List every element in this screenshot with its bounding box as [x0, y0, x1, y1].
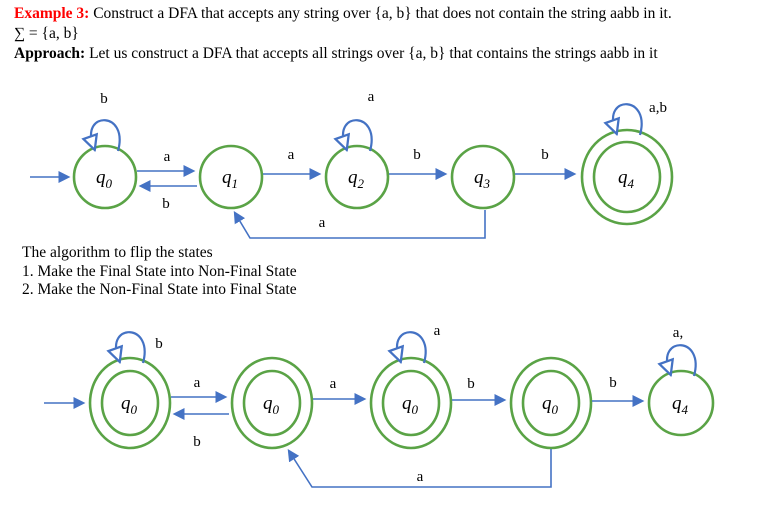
algorithm-step-2: 2. Make the Non-Final State into Final S… — [22, 281, 297, 298]
state-label-sub: 3 — [483, 176, 491, 191]
dfa1-selfloop-q2 — [343, 119, 373, 151]
dfa2-label-s3-s4: b — [467, 376, 475, 392]
dfa2-state-4-final: q0 — [509, 356, 593, 450]
dfa1-selfloop-q0 — [91, 119, 121, 151]
dfa2-label-s1-s2: a — [194, 375, 201, 391]
dfa2-state-2-final: q0 — [230, 356, 314, 450]
approach-line: Approach: Let us construct a DFA that ac… — [14, 44, 764, 64]
dfa1-label-loop-q4: a,b — [649, 100, 667, 116]
algorithm-text: The algorithm to flip the states 1. Make… — [22, 244, 297, 300]
svg-text:q4: q4 — [672, 393, 689, 417]
state-label-sub: 0 — [106, 176, 113, 191]
dfa1-label-q2-q3: b — [413, 147, 421, 163]
dfa1-state-q2: q2 — [324, 144, 390, 210]
svg-text:q0: q0 — [542, 393, 559, 417]
dfa2-label-s4-q4: b — [609, 375, 617, 391]
dfa1-state-q4-final: q4 — [580, 128, 674, 226]
state-label: q — [618, 167, 628, 188]
dfa2-label-s2-s1: b — [193, 434, 201, 450]
dfa2-diagram: q0 q0 q0 q0 q4 b a a, a b a b b a — [44, 323, 715, 488]
dfa1-label-q1-q2: a — [288, 147, 295, 163]
state-label-sub: 0 — [412, 402, 419, 417]
state-label: q — [96, 167, 106, 188]
dfa2-label-loop-s1: b — [155, 336, 163, 352]
state-label: q — [263, 393, 273, 414]
state-label-sub: 0 — [131, 402, 138, 417]
dfa2-label-loop-q4: a, — [673, 325, 683, 341]
dfa1-diagram: q0 q1 q2 q3 q4 b a a,b a b a b b a — [30, 89, 674, 239]
dfa2-selfloop-s3 — [397, 331, 427, 363]
dfa2-state-3-final: q0 — [369, 356, 453, 450]
approach-label: Approach: — [14, 45, 86, 62]
approach-text: Let us construct a DFA that accepts all … — [85, 45, 658, 62]
state-label: q — [402, 393, 412, 414]
svg-text:q4: q4 — [618, 167, 635, 191]
dfa1-label-loop-q2: a — [368, 89, 375, 105]
example-line: Example 3: Construct a DFA that accepts … — [14, 4, 764, 24]
dfa1-feedback-arrow-q3-q1 — [233, 210, 486, 239]
dfa1-label-feedback: a — [319, 215, 326, 231]
document-header: Example 3: Construct a DFA that accepts … — [14, 4, 764, 64]
state-label: q — [222, 167, 232, 188]
sigma-line: ∑ = {a, b} — [14, 25, 79, 42]
dfa1-label-q0-q1: a — [164, 149, 171, 165]
dfa1-label-loop-q0: b — [100, 91, 108, 107]
dfa2-selfloop-q4 — [667, 344, 697, 376]
svg-text:q2: q2 — [348, 167, 365, 191]
algorithm-title: The algorithm to flip the states — [22, 244, 213, 261]
dfa1-state-q3: q3 — [450, 144, 516, 210]
dfa2-selfloop-s1 — [116, 331, 146, 363]
dfa2-state-1-final: q0 — [88, 356, 172, 450]
dfa2-label-feedback: a — [417, 469, 424, 485]
state-label-sub: 0 — [273, 402, 280, 417]
dfa1-state-q1: q1 — [198, 144, 264, 210]
state-label: q — [121, 393, 131, 414]
svg-text:q1: q1 — [222, 167, 238, 191]
svg-text:q0: q0 — [96, 167, 113, 191]
dfa1-label-q1-q0: b — [162, 196, 170, 212]
dfa1-label-q3-q4: b — [541, 147, 549, 163]
algorithm-step-1: 1. Make the Final State into Non-Final S… — [22, 262, 297, 280]
dfa1-selfloop-q4 — [613, 103, 643, 135]
dfa2-label-loop-s3: a — [434, 323, 441, 339]
state-label-sub: 0 — [552, 402, 559, 417]
svg-text:q0: q0 — [402, 393, 419, 417]
dfa1-state-q0: q0 — [72, 144, 138, 210]
state-label-sub: 4 — [682, 402, 689, 417]
state-label: q — [348, 167, 358, 188]
svg-text:q3: q3 — [474, 167, 491, 191]
dfa2-label-s2-s3: a — [330, 376, 337, 392]
state-label-sub: 2 — [358, 176, 365, 191]
dfa2-feedback-arrow-s4-s2 — [287, 448, 552, 488]
svg-text:q0: q0 — [263, 393, 280, 417]
state-label: q — [542, 393, 552, 414]
example-label: Example 3: — [14, 5, 90, 22]
example-text: Construct a DFA that accepts any string … — [89, 5, 672, 22]
state-label: q — [672, 393, 682, 414]
state-label-sub: 1 — [232, 176, 239, 191]
dfa2-state-q4: q4 — [647, 369, 715, 437]
state-label-sub: 4 — [628, 176, 635, 191]
state-label: q — [474, 167, 484, 188]
svg-text:q0: q0 — [121, 393, 138, 417]
